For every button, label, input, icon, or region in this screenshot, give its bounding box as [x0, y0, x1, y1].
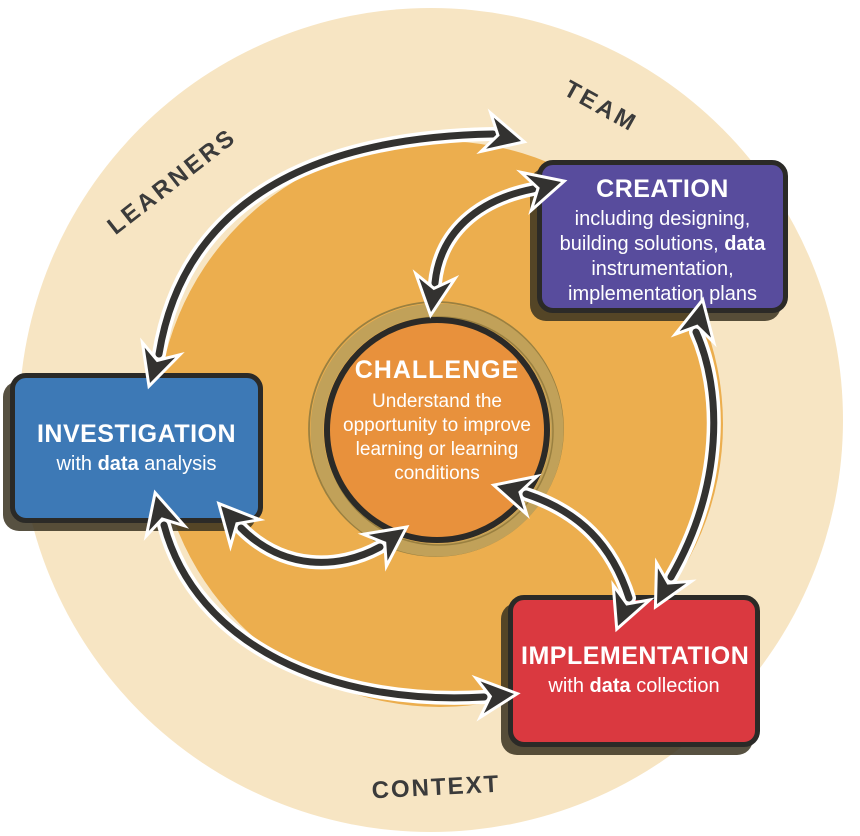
arrow-investigation-implementation: [141, 492, 516, 713]
creation-description: including designing, building solutions,…: [559, 208, 766, 305]
implementation-box: IMPLEMENTATION with data collection: [508, 595, 760, 747]
learners-label: LEARNERS: [102, 122, 242, 241]
arrowhead-icon: [415, 278, 451, 314]
challenge-description: Understand the opportunity to improve le…: [343, 391, 531, 484]
challenge-label-group: CHALLENGE Understand the opportunity to …: [327, 356, 547, 486]
context-label: CONTEXT: [371, 770, 501, 805]
investigation-box: INVESTIGATION with data analysis: [10, 373, 263, 523]
implementation-data-emphasis: data: [589, 675, 631, 697]
creation-box: CREATION including designing, building s…: [537, 160, 788, 313]
arrowhead-icon: [486, 118, 525, 157]
team-label: TEAM: [559, 75, 643, 138]
investigation-description: with data analysis: [56, 452, 217, 475]
creation-data-emphasis: data: [724, 233, 766, 255]
implementation-description: with data collection: [548, 675, 720, 697]
challenge-title: CHALLENGE: [354, 356, 520, 384]
investigation-title: INVESTIGATION: [36, 419, 237, 448]
creation-title: CREATION: [596, 175, 729, 203]
arrow-creation-implementation: [643, 300, 721, 612]
arrowhead-icon: [369, 516, 414, 561]
implementation-title: IMPLEMENTATION: [521, 642, 750, 670]
investigation-data-emphasis: data: [97, 452, 139, 475]
